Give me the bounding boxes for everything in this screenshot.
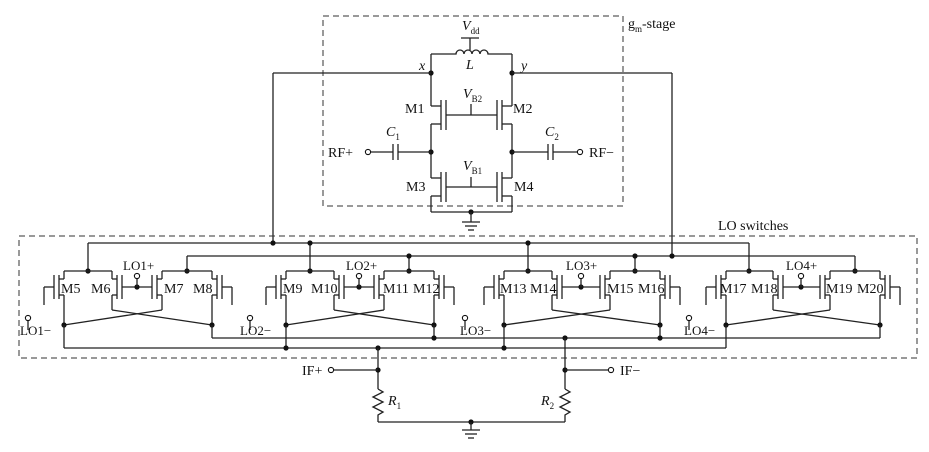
r1-label: R1 <box>387 394 401 411</box>
lo-switches-box <box>18 235 918 359</box>
m16-label: M16 <box>638 282 664 297</box>
m15-label: M15 <box>607 282 633 297</box>
lo-switches-label: LO switches <box>718 219 788 234</box>
m4-label: M4 <box>514 180 533 195</box>
m3-label: M3 <box>406 180 425 195</box>
lo4-minus-label: LO4− <box>684 323 715 338</box>
vb2-label: VB2 <box>463 87 482 104</box>
resistor-r1 <box>371 388 385 422</box>
lo1-plus-label: LO1+ <box>123 258 154 273</box>
if-plus-terminal <box>327 366 335 374</box>
m11-label: M11 <box>383 282 409 297</box>
resistor-r2 <box>558 388 572 422</box>
node-x-label: x <box>418 59 426 74</box>
vb1-label: VB1 <box>463 159 482 176</box>
m19-label: M19 <box>826 282 852 297</box>
switch-cell-1: M5 M6 M7 M8 LO1+ LO1− <box>20 243 233 338</box>
m2-label: M2 <box>513 102 532 117</box>
lo4-plus-label: LO4+ <box>786 258 817 273</box>
gm-stage: gm-stage Vdd L x y VB2 M1 M2 <box>322 15 675 231</box>
lo1-minus-label: LO1− <box>20 323 51 338</box>
m8-label: M8 <box>193 282 212 297</box>
lo3-plus-label: LO3+ <box>566 258 597 273</box>
m6-label: M6 <box>91 282 110 297</box>
m14-label: M14 <box>530 282 556 297</box>
m13-label: M13 <box>500 282 526 297</box>
r2-label: R2 <box>540 394 554 411</box>
rf-plus-terminal <box>364 148 372 156</box>
m20-label: M20 <box>857 282 883 297</box>
m10-label: M10 <box>311 282 337 297</box>
if-output: IF+ R1 IF− R2 <box>302 338 640 439</box>
inductor-label: L <box>465 58 474 73</box>
if-minus-terminal <box>607 366 615 374</box>
m12-label: M12 <box>413 282 439 297</box>
m5-label: M5 <box>61 282 80 297</box>
ground-icon <box>462 429 480 439</box>
m18-label: M18 <box>751 282 777 297</box>
lo2-plus-label: LO2+ <box>346 258 377 273</box>
ground-icon <box>462 221 480 231</box>
vdd-label: Vdd <box>462 19 480 36</box>
lo2-minus-label: LO2− <box>240 323 271 338</box>
switch-cell-2: M9 M10 M11 M12 LO2+ LO2− <box>240 240 455 338</box>
gm-stage-label: gm-stage <box>628 17 675 34</box>
rf-plus-label: RF+ <box>328 146 353 161</box>
rf-minus-label: RF− <box>589 146 614 161</box>
c1-label: C1 <box>386 125 400 142</box>
switch-cell-3: M13 M14 M15 M16 LO3+ LO3− <box>460 240 681 338</box>
lo3-minus-label: LO3− <box>460 323 491 338</box>
inductor-L <box>431 49 512 55</box>
if-plus-label: IF+ <box>302 364 322 379</box>
m9-label: M9 <box>283 282 302 297</box>
m17-label: M17 <box>720 282 746 297</box>
c2-label: C2 <box>545 125 559 142</box>
lo-switches: LO switches <box>18 219 918 359</box>
m7-label: M7 <box>164 282 183 297</box>
if-minus-label: IF− <box>620 364 640 379</box>
switch-cell-4: M17 M18 M19 M20 LO4+ LO4− <box>684 243 901 338</box>
gm-stage-box <box>322 15 624 207</box>
node-y-label: y <box>519 59 528 74</box>
rf-minus-terminal <box>576 148 584 156</box>
m1-label: M1 <box>405 102 424 117</box>
